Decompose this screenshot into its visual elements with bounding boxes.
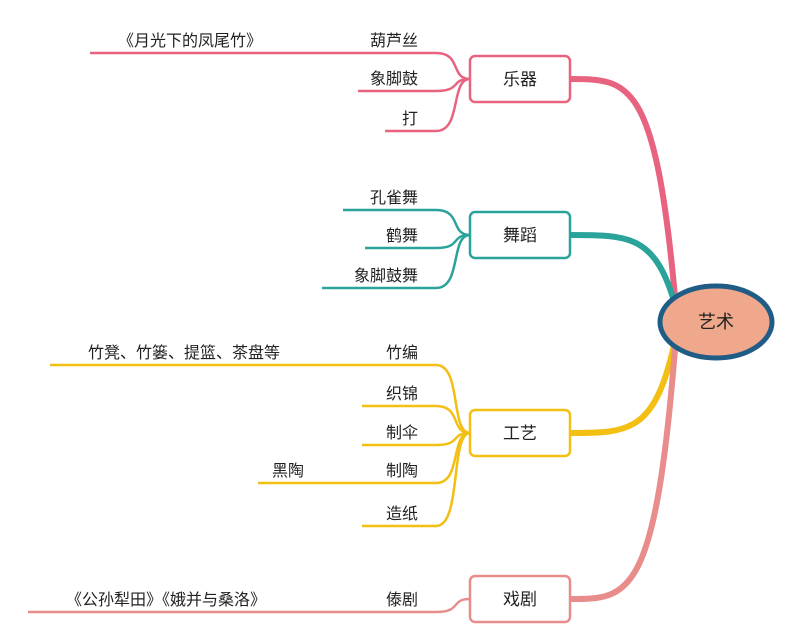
child-label-opera-0[interactable]: 傣剧 (386, 590, 418, 609)
child-label-craft-3[interactable]: 制陶 (386, 461, 418, 480)
child-label-dance-0[interactable]: 孔雀舞 (370, 188, 418, 207)
child-label-dance-2[interactable]: 象脚鼓舞 (354, 266, 418, 285)
branch-label-craft: 工艺 (503, 424, 537, 444)
child-line-dance-0 (343, 208, 471, 237)
child-detail-craft-3[interactable]: 黑陶 (272, 461, 304, 480)
branch-box-instruments[interactable] (468, 54, 572, 104)
branch-box-opera[interactable] (468, 574, 572, 624)
child-label-instruments-1[interactable]: 象脚鼓 (370, 69, 418, 88)
child-line-craft-1 (362, 404, 471, 435)
child-detail-craft-0[interactable]: 竹凳、竹篓、提篮、茶盘等 (88, 343, 280, 362)
child-label-instruments-0[interactable]: 葫芦丝 (370, 31, 418, 50)
child-line-instruments-2 (385, 77, 471, 133)
connector-opera (567, 333, 679, 602)
child-label-dance-1[interactable]: 鹤舞 (386, 226, 418, 245)
child-detail-opera-0[interactable]: 《公孙犁田》《娥并与桑洛》 (66, 590, 266, 609)
branch-label-opera: 戏剧 (503, 590, 537, 610)
child-detail-instruments-0[interactable]: 《月光下的凤尾竹》 (118, 31, 262, 50)
child-label-craft-1[interactable]: 织锦 (386, 384, 418, 403)
child-label-craft-0[interactable]: 竹编 (386, 343, 418, 362)
connector-instruments (567, 76, 679, 311)
connector-dance (567, 232, 679, 311)
branch-label-dance: 舞蹈 (503, 226, 537, 246)
root-label: 艺术 (698, 312, 734, 333)
child-line-craft-0 (50, 363, 471, 435)
branch-label-instruments: 乐器 (503, 70, 537, 90)
child-line-instruments-0 (90, 51, 471, 81)
connector-craft (567, 333, 679, 436)
child-label-craft-4[interactable]: 造纸 (386, 504, 418, 523)
root-node[interactable] (657, 283, 775, 361)
child-line-dance-2 (322, 233, 471, 290)
child-label-instruments-2[interactable]: 打 (402, 109, 418, 128)
child-label-craft-2[interactable]: 制伞 (386, 423, 418, 442)
child-line-opera-0 (28, 597, 471, 614)
branch-box-dance[interactable] (468, 210, 572, 260)
connector-layer (28, 51, 679, 614)
child-line-craft-4 (362, 431, 471, 528)
branch-box-craft[interactable] (468, 408, 572, 458)
